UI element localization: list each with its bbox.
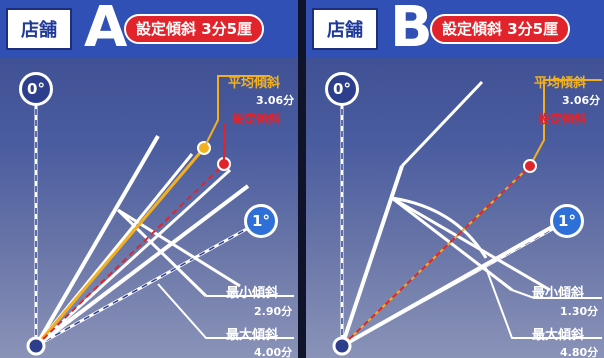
min-tilt-label: 最小傾斜	[226, 286, 279, 301]
avg-tilt-label: 平均傾斜	[228, 76, 281, 91]
max-tilt-label: 最大傾斜	[532, 328, 585, 343]
panel-b: 店舗 B 設定傾斜 3分5厘	[306, 0, 604, 358]
setting-badge: 設定傾斜 3分5厘	[430, 14, 571, 44]
pivot-point	[332, 336, 352, 356]
tilt-diagram-a	[26, 75, 294, 356]
avg-tilt-leader	[529, 79, 602, 167]
one-degree-dash	[35, 225, 253, 347]
panel-b-header: 店舗 B 設定傾斜 3分5厘	[306, 0, 604, 58]
set-tilt-label: 設定傾斜	[538, 112, 587, 126]
max-tilt-line	[340, 165, 404, 347]
min-tilt-value: 1.30分	[560, 305, 599, 318]
max-tilt-leader	[157, 283, 294, 339]
max-tilt-leader	[485, 267, 602, 339]
set-tilt-line	[341, 165, 531, 347]
avg-tilt-leader	[203, 75, 270, 149]
tilt-diagram-b	[332, 79, 602, 356]
set-tilt-label: 設定傾斜	[232, 112, 281, 126]
panel-a-header: 店舗 A 設定傾斜 3分5厘	[0, 0, 298, 58]
avg-tilt-line	[34, 147, 206, 347]
min-tilt-label: 最小傾斜	[532, 286, 585, 301]
tilt-line	[400, 80, 484, 168]
tilt-line	[391, 196, 513, 292]
tilt-line	[34, 168, 232, 348]
store-label: 店舗	[312, 8, 378, 50]
panel-a-diagram: 0° 1° 平均傾斜 3.06分 設定傾斜 最小傾斜 2.90分 最大傾斜 4.…	[0, 58, 298, 358]
max-tilt-label: 最大傾斜	[226, 328, 279, 343]
max-tilt-value: 4.00分	[254, 346, 293, 358]
panel-a: 店舗 A 設定傾斜 3分5厘	[0, 0, 298, 358]
max-tilt-value: 4.80分	[560, 346, 599, 358]
angle-start-badge: 0°	[19, 72, 53, 106]
avg-tilt-label: 平均傾斜	[534, 76, 587, 91]
panel-divider	[298, 0, 306, 358]
min-tilt-leader	[511, 289, 602, 299]
min-tilt-line	[341, 216, 569, 348]
panel-b-diagram: 0° 1° 平均傾斜 3.06分 設定傾斜 最小傾斜 1.30分 最大傾斜 4.…	[306, 58, 604, 358]
set-tilt-marker	[523, 159, 537, 173]
store-letter: A	[84, 0, 128, 60]
angle-start-badge: 0°	[325, 72, 359, 106]
setting-badge: 設定傾斜 3分5厘	[124, 14, 265, 44]
avg-tilt-value: 3.06分	[256, 94, 295, 107]
angle-end-badge: 1°	[244, 204, 278, 238]
avg-tilt-value: 3.06分	[562, 94, 601, 107]
tilt-line	[116, 208, 208, 298]
min-tilt-line	[34, 184, 250, 348]
store-letter: B	[390, 0, 433, 60]
set-tilt-line	[35, 163, 225, 347]
min-tilt-value: 2.90分	[254, 305, 293, 318]
angle-end-badge: 1°	[550, 204, 584, 238]
tilt-line	[117, 208, 241, 288]
store-label: 店舗	[6, 8, 72, 50]
pivot-point	[26, 336, 46, 356]
max-tilt-line	[34, 134, 160, 348]
tilt-line	[391, 196, 551, 292]
